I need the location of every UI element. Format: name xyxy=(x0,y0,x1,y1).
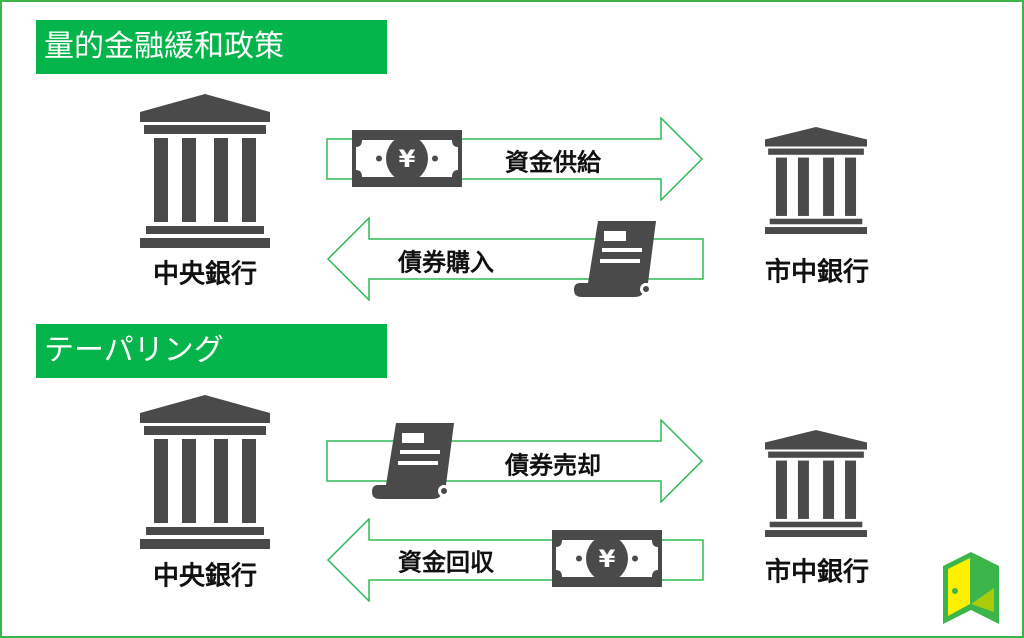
arrow-label-fund-supply: 資金供給 xyxy=(505,148,601,177)
commercial-bank-icon xyxy=(765,127,867,234)
arrow-label-bond-purchase: 債券購入 xyxy=(398,248,494,277)
central-bank-label: 中央銀行 xyxy=(152,561,258,592)
section-title-tapering: テーパリング xyxy=(36,324,387,378)
bond-scroll-icon xyxy=(372,423,454,499)
section-title-qe: 量的金融緩和政策 xyxy=(36,20,387,74)
commercial-bank-icon xyxy=(765,430,867,537)
arrow-label-fund-recovery: 資金回収 xyxy=(398,548,494,577)
central-bank-icon xyxy=(140,394,270,550)
central-bank-label: 中央銀行 xyxy=(152,259,258,290)
commercial-bank-label: 市中銀行 xyxy=(764,257,870,288)
commercial-bank-label: 市中銀行 xyxy=(764,557,870,588)
bond-scroll-icon xyxy=(574,221,656,297)
yen-banknote-icon xyxy=(352,130,462,187)
central-bank-icon xyxy=(140,94,270,248)
door-logo-icon xyxy=(943,552,999,624)
yen-banknote-icon xyxy=(552,530,662,587)
arrow-label-bond-sale: 債券売却 xyxy=(505,451,601,480)
